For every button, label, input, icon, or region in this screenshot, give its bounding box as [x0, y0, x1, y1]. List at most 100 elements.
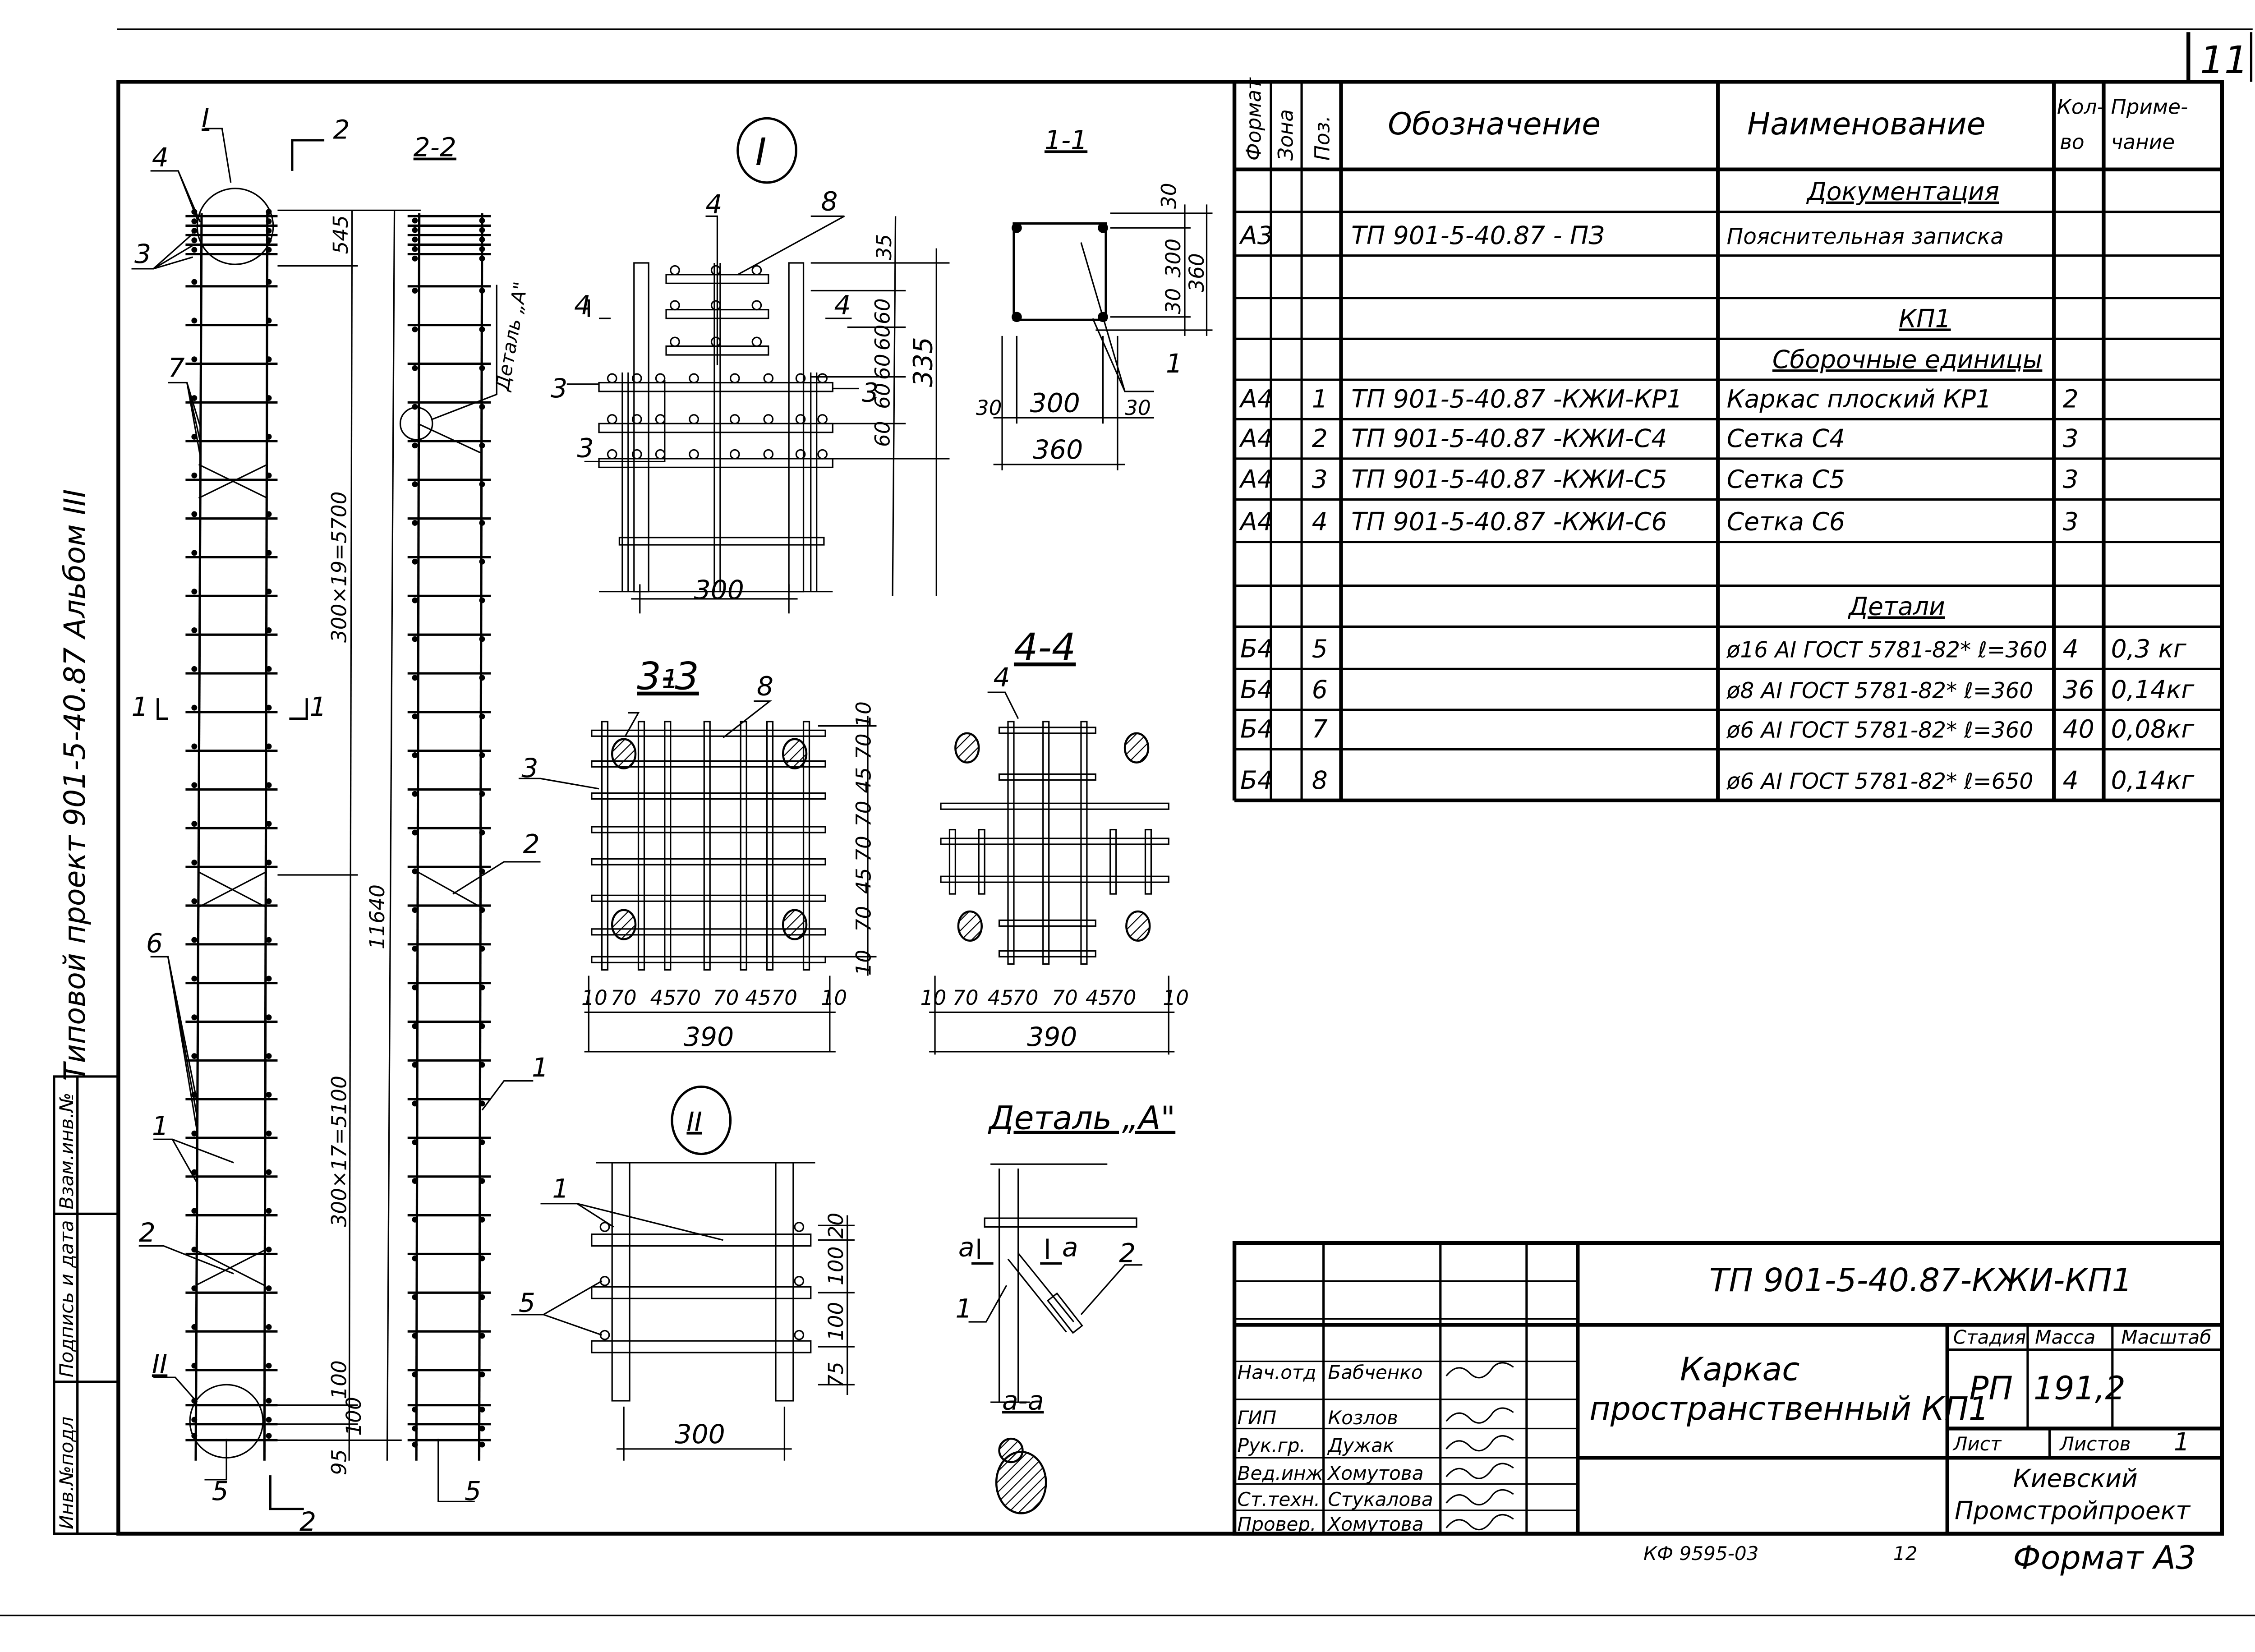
bar-dot: [479, 1441, 485, 1448]
spec-cell-format: А4: [1239, 507, 1273, 536]
mesh-bar-horizontal: [591, 894, 826, 902]
mesh-bar-horizontal: [591, 826, 826, 833]
dim-elev-b1: 100: [327, 1360, 351, 1399]
spec-cell-pos: 3: [1312, 465, 1328, 494]
elev-cut-1-right: 1: [310, 691, 327, 722]
mesh-bar-horizontal: [591, 760, 826, 768]
spec-cell-note: 0,14кг: [2111, 766, 2195, 795]
dim-detI-60e: 60: [871, 421, 895, 447]
dim-s11-300v: 300: [1161, 239, 1185, 278]
elev-pos-2: 2: [139, 1217, 156, 1248]
bar-dot: [266, 228, 272, 234]
bar-section: [763, 414, 774, 424]
bar-dot: [412, 1062, 418, 1068]
bar-dot: [412, 558, 418, 565]
bar-section: [751, 300, 762, 311]
signature-role: Ст.техн.: [1238, 1488, 1321, 1510]
bar-section: [710, 336, 721, 347]
bar-section: [763, 373, 774, 384]
sec11-title: 1-1: [1045, 124, 1087, 155]
spec-cell-name: Документация: [1806, 177, 1999, 206]
sec11-pos-1: 1: [1166, 348, 1183, 379]
title-org-2: Промстройпроект: [1955, 1496, 2191, 1525]
spec-cell-format: А4: [1239, 424, 1273, 453]
spec-cell-note: 0,3 кг: [2111, 634, 2187, 663]
footer-format: Формат А3: [2013, 1539, 2196, 1576]
spec-row: Документация: [1806, 177, 1999, 206]
bar-dot: [191, 1362, 198, 1369]
bar-section: [795, 449, 806, 460]
bar-dot: [266, 1091, 272, 1098]
bar-dot: [266, 356, 272, 363]
mesh-bar-horizontal: [940, 875, 1169, 883]
bar-section: [670, 265, 680, 276]
sec33-title: 3-3: [637, 654, 699, 699]
dim-s33-v: 10: [852, 950, 876, 976]
dim-detI-60b: 60: [871, 325, 895, 351]
bar-dot: [412, 1100, 418, 1107]
spec-header-note-2: чание: [2111, 130, 2175, 154]
mesh-bar-vertical: [664, 721, 672, 971]
sheet-border: [0, 28, 2255, 1616]
signature-name: Бабченко: [1328, 1361, 1422, 1383]
spec-cell-qty: 4: [2063, 634, 2079, 663]
detail-II-view: [511, 1086, 855, 1461]
mesh-bar-vertical: [703, 721, 711, 971]
bar-section: [689, 449, 699, 460]
signature-row: Рук.гр.Дужак: [1238, 1434, 1514, 1456]
detail-I-view: [566, 117, 950, 614]
title-mass: 191,2: [2034, 1370, 2126, 1407]
spec-cell-pos: 7: [1312, 715, 1328, 744]
detI-title: I: [755, 130, 767, 174]
spec-row: Сборочные единицы: [1772, 345, 2042, 374]
spec-cell-name: Пояснительная записка: [1727, 224, 2004, 249]
spec-cell-qty: 3: [2063, 424, 2079, 453]
dim-s33-h: 10: [821, 986, 847, 1010]
bar-dot: [266, 743, 272, 750]
bar-dot: [412, 946, 418, 952]
mesh-bar-vertical: [766, 721, 774, 971]
mesh-bar-vertical: [1144, 828, 1152, 895]
bar-section: [729, 373, 740, 384]
bar-dot: [479, 946, 485, 952]
bar-dot: [266, 1247, 272, 1253]
bar-section: [729, 414, 740, 424]
mesh-bar-horizontal: [591, 858, 826, 865]
bar-dot: [191, 318, 198, 324]
bar-section: [655, 373, 666, 384]
bar-dot: [191, 898, 198, 904]
bar-dot: [479, 1333, 485, 1339]
bar-dot: [191, 279, 198, 285]
bar-dot: [412, 227, 418, 233]
dim-detII-v: 100: [824, 1247, 848, 1286]
detI-pos-3: 3: [577, 433, 594, 464]
dim-s33-v: 70: [852, 733, 876, 759]
dim-detI-35: 35: [872, 234, 896, 260]
bar-dot: [479, 1139, 485, 1146]
bar-section: [710, 265, 721, 276]
dim-s11-360h: 360: [1033, 434, 1083, 465]
bar-dot: [412, 404, 418, 410]
spec-cell-designation: ТП 901-5-40.87 - ПЗ: [1351, 221, 1605, 250]
dim-s44-h: 10: [920, 986, 947, 1010]
mesh-bar-vertical: [1007, 721, 1015, 965]
bar-dot: [479, 520, 485, 526]
bar-dot: [412, 752, 418, 758]
dim-s44-h: 10: [1163, 986, 1189, 1010]
spec-cell-pos: 5: [1312, 634, 1328, 663]
bar-dot: [266, 1169, 272, 1175]
dim-detI-335: 335: [908, 337, 939, 387]
signature-role: Нач.отд: [1238, 1361, 1316, 1383]
bar-dot: [266, 1398, 272, 1404]
dim-s44-total: 390: [1027, 1022, 1077, 1052]
bar-dot: [412, 1333, 418, 1339]
spec-row: Детали: [1847, 592, 1945, 621]
spec-cell-designation: ТП 901-5-40.87 -КЖИ-КР1: [1351, 385, 1682, 414]
